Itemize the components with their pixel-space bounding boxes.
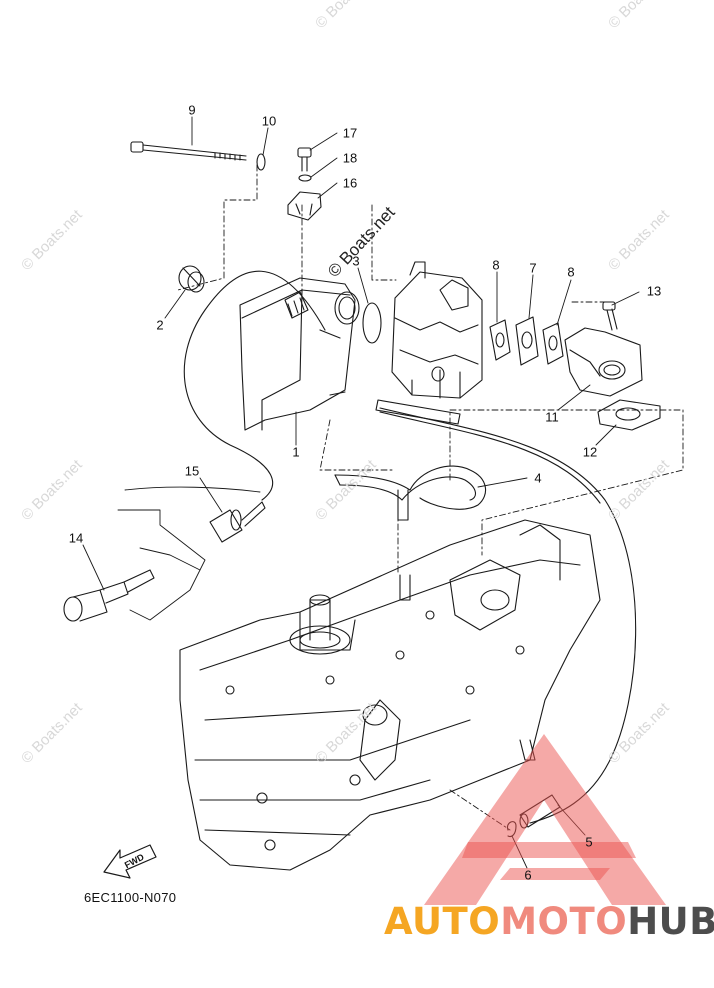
part-15-bushing — [209, 501, 266, 543]
part-12-gasket — [597, 399, 661, 431]
part-11-manifold — [564, 327, 643, 397]
part-13-bolt — [602, 301, 618, 331]
callout-2: 2 — [156, 317, 164, 333]
callout-13: 13 — [646, 283, 662, 299]
part-9-bolt — [130, 141, 247, 161]
fuel-tube — [375, 399, 461, 425]
fuel-hose-line — [183, 270, 637, 824]
callout-4: 4 — [534, 470, 542, 486]
callout-10: 10 — [261, 113, 277, 129]
part-2-grommet — [178, 265, 205, 293]
callout-5: 5 — [585, 834, 593, 850]
callout-7: 7 — [529, 260, 537, 276]
automotohub-logo-icon — [424, 734, 666, 905]
part-7-plate — [515, 316, 539, 366]
cowling-outline — [117, 486, 261, 621]
callout-15: 15 — [184, 463, 200, 479]
brand-part-hub: HUB — [627, 900, 714, 943]
callout-8-right: 8 — [567, 264, 575, 280]
part-8-gasket-right — [542, 322, 564, 365]
callout-17: 17 — [342, 125, 358, 141]
part-10-washer — [256, 153, 266, 171]
engine-block — [179, 519, 601, 871]
callout-3: 3 — [352, 253, 360, 269]
part-16-bracket — [287, 191, 322, 221]
part-8-gasket-left — [489, 319, 511, 361]
part-17-screw — [297, 147, 312, 172]
callout-8-left: 8 — [492, 257, 500, 273]
part-14-choke-knob — [63, 569, 155, 622]
callout-14: 14 — [68, 530, 84, 546]
callout-12: 12 — [582, 444, 598, 460]
callout-11: 11 — [545, 409, 559, 425]
part-4-hose — [334, 465, 487, 521]
automotohub-brand: AUTOMOTOHUB — [384, 900, 714, 943]
callout-9: 9 — [188, 102, 196, 118]
part-3-o-ring — [362, 302, 382, 344]
callout-1: 1 — [292, 444, 300, 460]
part-18-washer — [298, 174, 312, 182]
diagram-code: 6EC1100-N070 — [84, 890, 177, 905]
brand-part-moto: MOTO — [500, 900, 628, 943]
part-1-silencer — [239, 277, 360, 431]
callout-16: 16 — [342, 175, 358, 191]
callout-18: 18 — [342, 150, 358, 166]
fwd-arrow-icon — [103, 844, 157, 879]
callout-6: 6 — [524, 867, 532, 883]
brand-part-auto: AUTO — [384, 900, 501, 943]
carburetor — [391, 261, 483, 399]
